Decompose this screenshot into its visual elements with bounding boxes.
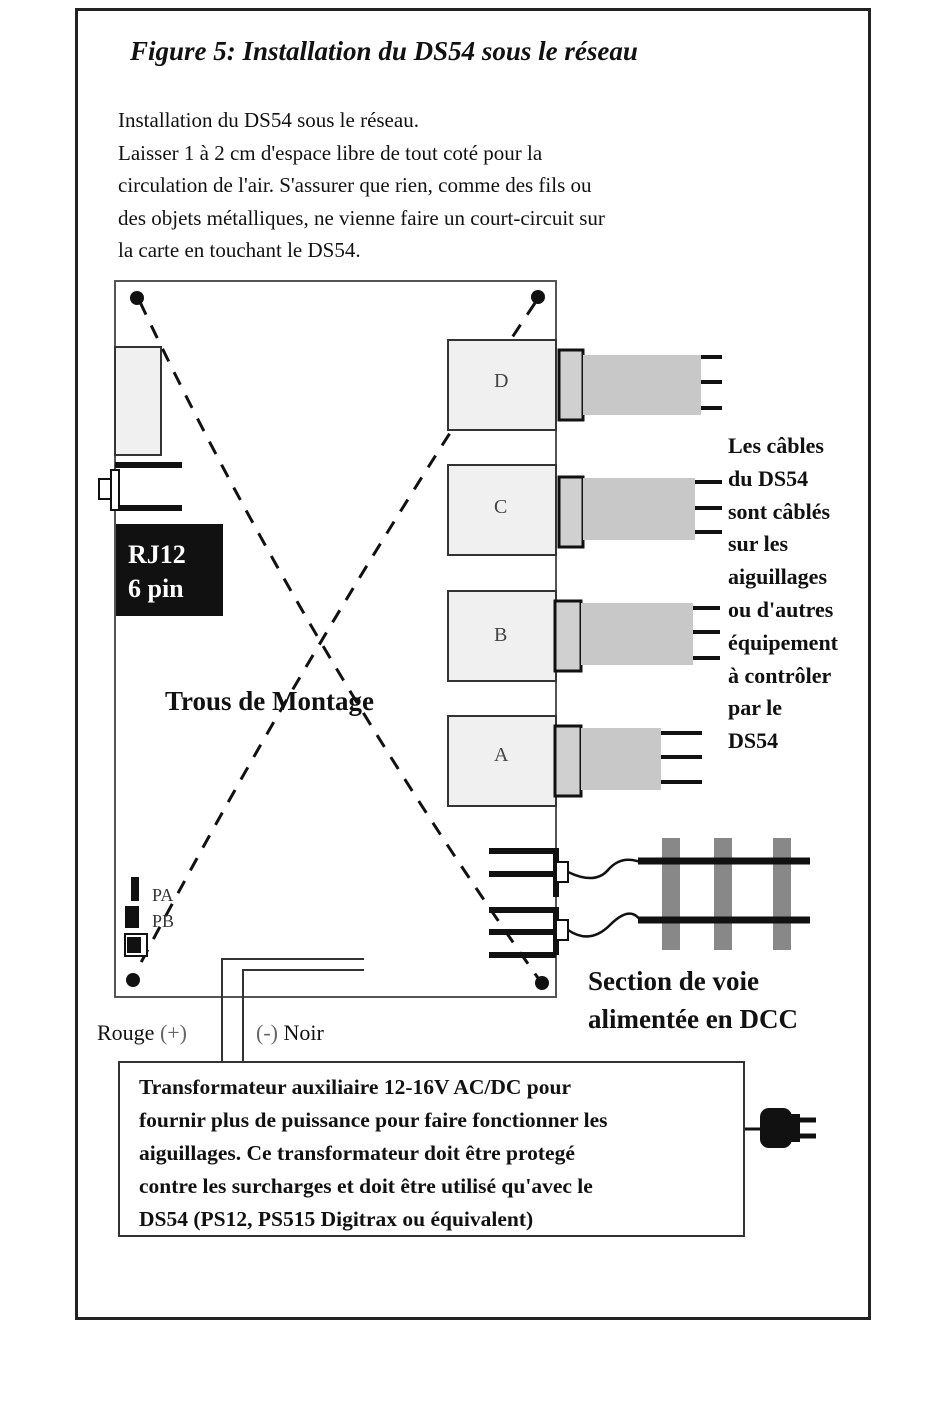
mounting-hole-top-left <box>130 291 144 305</box>
port-connector-a <box>447 715 702 807</box>
transformer-line: Transformateur auxiliaire 12-16V AC/DC p… <box>139 1075 571 1099</box>
cables-line: du DS54 <box>728 465 809 491</box>
wire-right-name: Noir <box>283 1020 324 1045</box>
intro-line: circulation de l'air. S'assurer que rien… <box>118 173 592 197</box>
transformer-line: contre les surcharges et doit être utili… <box>139 1174 593 1198</box>
port-label-c: C <box>494 496 508 518</box>
cables-line: à contrôler <box>728 662 832 688</box>
track-connector <box>489 848 642 958</box>
track-section <box>638 838 810 950</box>
transformer-line: fournir plus de puissance pour faire fon… <box>139 1108 608 1132</box>
cables-line: équipement <box>728 629 838 655</box>
cables-line: sur les <box>728 531 789 557</box>
pa-pb-labels: PA PB <box>152 882 174 934</box>
intro-text: Installation du DS54 sous le réseau. Lai… <box>118 104 818 267</box>
figure-title: Figure 5: Installation du DS54 sous le r… <box>130 36 638 66</box>
intro-line: Laisser 1 à 2 cm d'espace libre de tout … <box>118 140 543 165</box>
rj12-label: RJ12 6 pin <box>116 524 223 616</box>
wire-black-minus <box>242 969 364 1061</box>
port-label-b: B <box>494 624 508 646</box>
port-connector-c <box>447 464 722 556</box>
port-label-d: D <box>494 370 509 392</box>
cables-line: aiguillages <box>728 564 828 590</box>
pb-label: PB <box>152 911 175 931</box>
dashed-diagonal-1 <box>138 301 540 979</box>
cables-description: Les câbles du DS54 sont câblés sur les a… <box>728 430 838 758</box>
transformer-line: aiguillages. Ce transformateur doit être… <box>139 1141 575 1165</box>
intro-line: des objets métalliques, ne vienne faire … <box>118 205 605 230</box>
rj12-line: RJ12 <box>128 540 186 569</box>
wire-right-sign: (-) <box>256 1020 278 1045</box>
transformer-box: Transformateur auxiliaire 12-16V AC/DC p… <box>118 1061 745 1237</box>
wire-left-name: Rouge <box>97 1020 155 1045</box>
pa-pb-connector <box>124 877 148 957</box>
mounting-hole-top-right <box>531 290 545 304</box>
mounting-holes-label: Trous de Montage <box>165 686 374 716</box>
rj12-jack <box>98 462 182 511</box>
port-connector-d <box>447 339 722 431</box>
wire-red-plus <box>221 958 364 1061</box>
wire-right-label: (-) Noir <box>256 1020 324 1046</box>
mounting-hole-bottom-right <box>535 976 549 990</box>
intro-line: Installation du DS54 sous le réseau. <box>118 108 419 132</box>
cables-line: DS54 <box>728 728 779 754</box>
pa-label: PA <box>152 885 174 905</box>
port-connector-b <box>447 590 720 682</box>
intro-line: la carte en touchant le DS54. <box>118 238 361 262</box>
cables-line: ou d'autres <box>728 596 834 622</box>
track-section-label: Section de voie alimentée en DCC <box>588 962 798 1038</box>
cables-line: sont câblés <box>728 498 831 524</box>
track-line: Section de voie <box>588 966 759 996</box>
cables-line: par le <box>728 695 782 721</box>
left-connector-block <box>114 346 162 456</box>
transformer-line: DS54 (PS12, PS515 Digitrax ou équivalent… <box>139 1207 534 1231</box>
figure-frame <box>75 8 871 1320</box>
power-plug-icon <box>745 1108 816 1148</box>
track-line: alimentée en DCC <box>588 1004 798 1034</box>
wire-left-label: Rouge (+) <box>97 1020 187 1046</box>
rj12-line: 6 pin <box>128 574 184 603</box>
mounting-hole-bottom-left <box>126 973 140 987</box>
port-label-a: A <box>494 744 509 766</box>
cables-line: Les câbles <box>728 433 824 458</box>
wire-left-sign: (+) <box>159 1020 188 1045</box>
